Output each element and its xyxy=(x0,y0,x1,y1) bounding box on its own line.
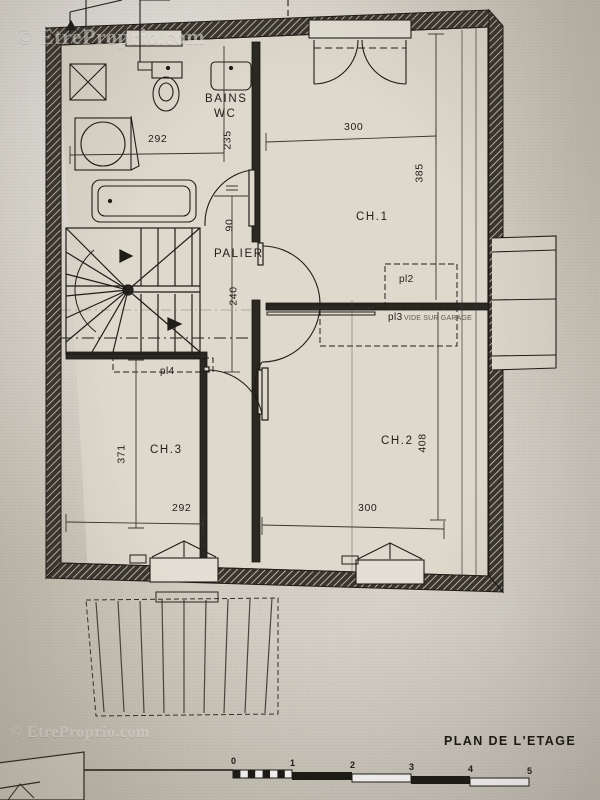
dimension-ch3-width: 292 xyxy=(172,502,192,514)
dimension-ch2-depth: 408 xyxy=(416,433,429,453)
lower-roof-area xyxy=(85,591,279,717)
room-label-wc: WC xyxy=(214,108,237,120)
windows xyxy=(125,19,557,585)
room-label-ch1: CH.1 xyxy=(356,211,389,223)
closet-note-vide-sur-garage: VIDE SUR GARAGE xyxy=(404,315,472,322)
dimension-ch3-depth: 371 xyxy=(115,444,128,464)
dimension-lines xyxy=(65,33,446,539)
room-label-ch3: CH.3 xyxy=(150,444,183,456)
dimension-bains-depth: 235 xyxy=(221,130,234,150)
scale-tick-0: 0 xyxy=(231,756,237,766)
dimension-ch1-width: 300 xyxy=(344,121,364,133)
room-label-palier: PALIER xyxy=(214,248,264,260)
vent-symbols xyxy=(129,61,359,565)
dimension-bains-width: 292 xyxy=(148,133,168,145)
dimension-ch1-depth: 385 xyxy=(413,163,426,183)
closet-label-pl2: pl2 xyxy=(399,274,414,285)
bathroom-fixtures xyxy=(69,61,252,223)
section-markers xyxy=(65,0,289,62)
dimension-palier-width: 90 xyxy=(223,218,236,232)
closet-outlines xyxy=(112,263,458,373)
dimension-ch2-width: 300 xyxy=(358,502,378,514)
closet-label-pl3: pl3 xyxy=(388,312,403,323)
room-label-ch2: CH.2 xyxy=(381,435,414,447)
guide-lines xyxy=(61,28,477,580)
closet-label-pl4: pl4 xyxy=(160,366,175,377)
scale-tick-2: 2 xyxy=(350,760,356,770)
dimension-palier-depth: 240 xyxy=(227,286,240,306)
scale-tick-5: 5 xyxy=(527,766,533,776)
sliding-door-rails xyxy=(266,304,376,316)
doors xyxy=(203,169,321,421)
interior-floor-fill xyxy=(58,20,487,576)
staircase xyxy=(60,227,252,355)
plan-title: PLAN DE L'ETAGE xyxy=(444,734,577,748)
scale-tick-4: 4 xyxy=(468,764,474,774)
legend-box xyxy=(0,751,85,800)
scale-tick-1: 1 xyxy=(290,758,296,768)
room-label-bains: BAINS xyxy=(205,93,248,105)
scale-tick-3: 3 xyxy=(409,762,415,772)
